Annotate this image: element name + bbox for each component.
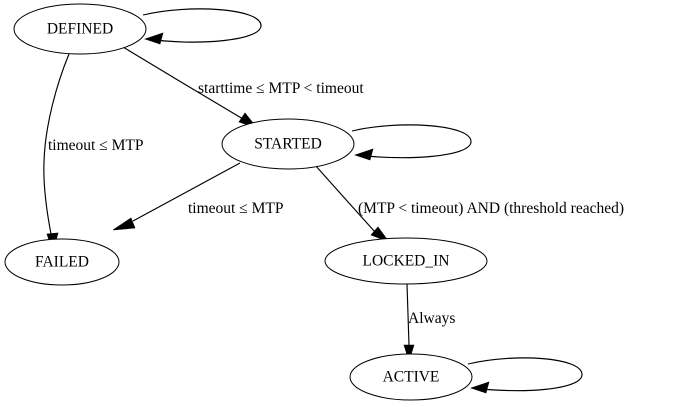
arrowhead-icon (144, 32, 164, 45)
edge-started-to-locked-in (314, 164, 390, 243)
state-node-shape (221, 118, 355, 170)
edge-label-defined-to-started: starttime ≤ MTP < timeout (198, 80, 364, 97)
state-node-label: DEFINED (47, 21, 113, 38)
arrowhead-icon (370, 226, 390, 243)
arrowhead-icon (112, 217, 136, 231)
edge-locked-in-to-active (403, 283, 415, 363)
state-node-locked-in[interactable]: LOCKED_IN (324, 237, 488, 285)
state-node-started[interactable]: STARTED (221, 118, 355, 170)
edge-label-started-to-locked-in: (MTP < timeout) AND (threshold reached) (358, 200, 624, 217)
edge-started-self (351, 124, 472, 161)
state-node-shape (324, 237, 488, 285)
state-node-label: STARTED (254, 136, 322, 153)
edge-path-started-self (351, 124, 472, 159)
edge-path-started-to-failed (132, 162, 241, 222)
state-node-failed[interactable]: FAILED (4, 238, 120, 286)
edge-path-locked-in-to-active (406, 283, 410, 346)
edge-active-self (467, 357, 583, 394)
edge-label-locked-in-to-active: Always (408, 310, 455, 327)
state-node-shape (4, 238, 120, 286)
state-node-shape (13, 3, 147, 55)
state-node-label: ACTIVE (383, 369, 440, 386)
edge-label-defined-to-failed: timeout ≤ MTP (48, 137, 143, 154)
edge-labels-layer: starttime ≤ MTP < timeout timeout ≤ MTP ti… (48, 80, 624, 327)
edges-layer (43, 8, 583, 394)
edge-started-to-failed (112, 162, 241, 231)
arrowhead-icon (470, 381, 490, 394)
arrowhead-icon (354, 148, 374, 161)
nodes-layer: DEFINED STARTED FAILED LOCKED_IN ACTIVE (4, 3, 488, 401)
state-node-active[interactable]: ACTIVE (349, 353, 473, 401)
edge-path-active-self (467, 357, 583, 392)
edge-path-defined-to-started (122, 46, 244, 120)
arrowhead-icon (403, 344, 415, 363)
edge-label-started-to-failed: timeout ≤ MTP (188, 200, 283, 217)
state-node-defined[interactable]: DEFINED (13, 3, 147, 55)
edge-defined-self (142, 8, 262, 45)
state-node-shape (349, 353, 473, 401)
edge-path-started-to-locked-in (314, 164, 376, 233)
state-node-label: FAILED (35, 254, 89, 271)
state-node-label: LOCKED_IN (363, 253, 450, 270)
edge-path-defined-self (142, 8, 262, 43)
edge-path-defined-to-failed (43, 53, 70, 235)
